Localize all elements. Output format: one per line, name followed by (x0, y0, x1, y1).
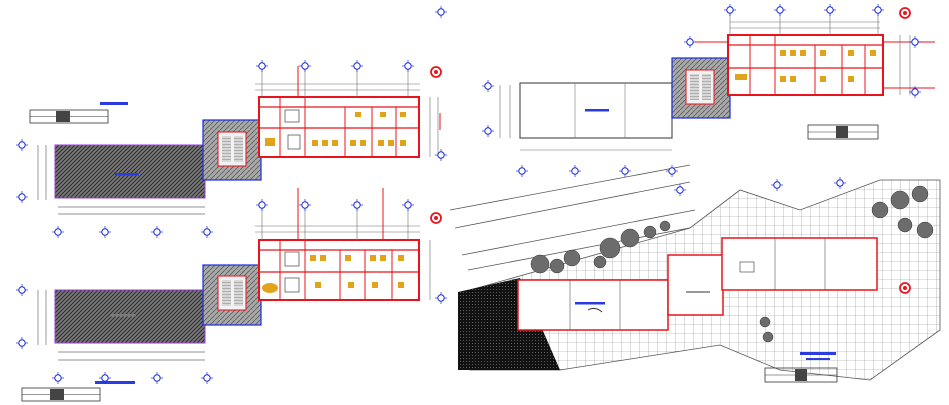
axis-bubble-icon (256, 60, 268, 72)
title-block-site (764, 367, 838, 383)
title-block-right (807, 124, 879, 140)
floor-plan-lower-left (21, 188, 431, 402)
axis-bubble-icon (16, 284, 28, 296)
axis-bubble-icon (299, 60, 311, 72)
stair-core-lower (202, 264, 262, 326)
site-building-b (667, 254, 724, 316)
stair-core-right (671, 57, 731, 119)
axis-bubble-icon (771, 179, 783, 191)
grid-axis-markers (16, 4, 921, 384)
axis-bubble-icon (824, 4, 836, 16)
axis-bubble-icon (299, 199, 311, 211)
axis-bubble-icon (774, 4, 786, 16)
stair-core (202, 119, 262, 181)
axis-bubble-icon (151, 226, 163, 238)
axis-bubble-icon (684, 36, 696, 48)
site-building-c (721, 237, 878, 291)
site-building-a (517, 279, 669, 331)
section-marker-icon (430, 212, 442, 224)
axis-bubble-icon (99, 226, 111, 238)
axis-bubble-icon (256, 199, 268, 211)
axis-bubble-icon (151, 372, 163, 384)
office-floor-right (695, 34, 935, 96)
office-floor-upper (258, 96, 420, 158)
floor-plan-upper-right (499, 10, 935, 151)
axis-bubble-icon (402, 60, 414, 72)
tree-cluster (530, 185, 934, 343)
axis-bubble-icon (52, 226, 64, 238)
axis-bubble-icon (52, 372, 64, 384)
axis-bubble-icon (872, 4, 884, 16)
title-block (29, 102, 128, 124)
section-marker-icon (430, 66, 442, 78)
section-marker-icon (899, 7, 911, 19)
axis-bubble-icon (724, 4, 736, 16)
axis-bubble-icon (909, 36, 921, 48)
axis-bubble-icon (482, 125, 494, 137)
axis-bubble-icon (201, 372, 213, 384)
axis-bubble-icon (201, 226, 213, 238)
axis-bubble-icon (909, 86, 921, 98)
axis-bubble-icon (99, 372, 111, 384)
office-floor-lower (258, 239, 420, 301)
axis-bubble-icon (16, 139, 28, 151)
axis-bubble-icon (351, 60, 363, 72)
axis-bubble-icon (482, 80, 494, 92)
axis-bubble-icon (402, 199, 414, 211)
axis-bubble-icon (516, 165, 528, 177)
axis-bubble-icon (16, 337, 28, 349)
axis-bubble-icon (435, 6, 447, 18)
site-plan (449, 164, 941, 383)
dimension-lines (37, 145, 205, 215)
axis-bubble-icon (569, 165, 581, 177)
axis-bubble-icon (674, 184, 686, 196)
axis-bubble-icon (435, 149, 447, 161)
slab-outline (519, 82, 673, 139)
axis-bubble-icon (619, 165, 631, 177)
section-markers (430, 7, 911, 294)
axis-bubble-icon (834, 177, 846, 189)
axis-bubble-icon (351, 199, 363, 211)
floor-plan-upper-left (29, 66, 441, 215)
hatched-slab (54, 144, 206, 199)
section-marker-icon (899, 282, 911, 294)
title-block-lower (21, 381, 135, 402)
axis-bubble-icon (16, 191, 28, 203)
axis-bubble-icon (666, 165, 678, 177)
axis-bubble-icon (435, 292, 447, 304)
